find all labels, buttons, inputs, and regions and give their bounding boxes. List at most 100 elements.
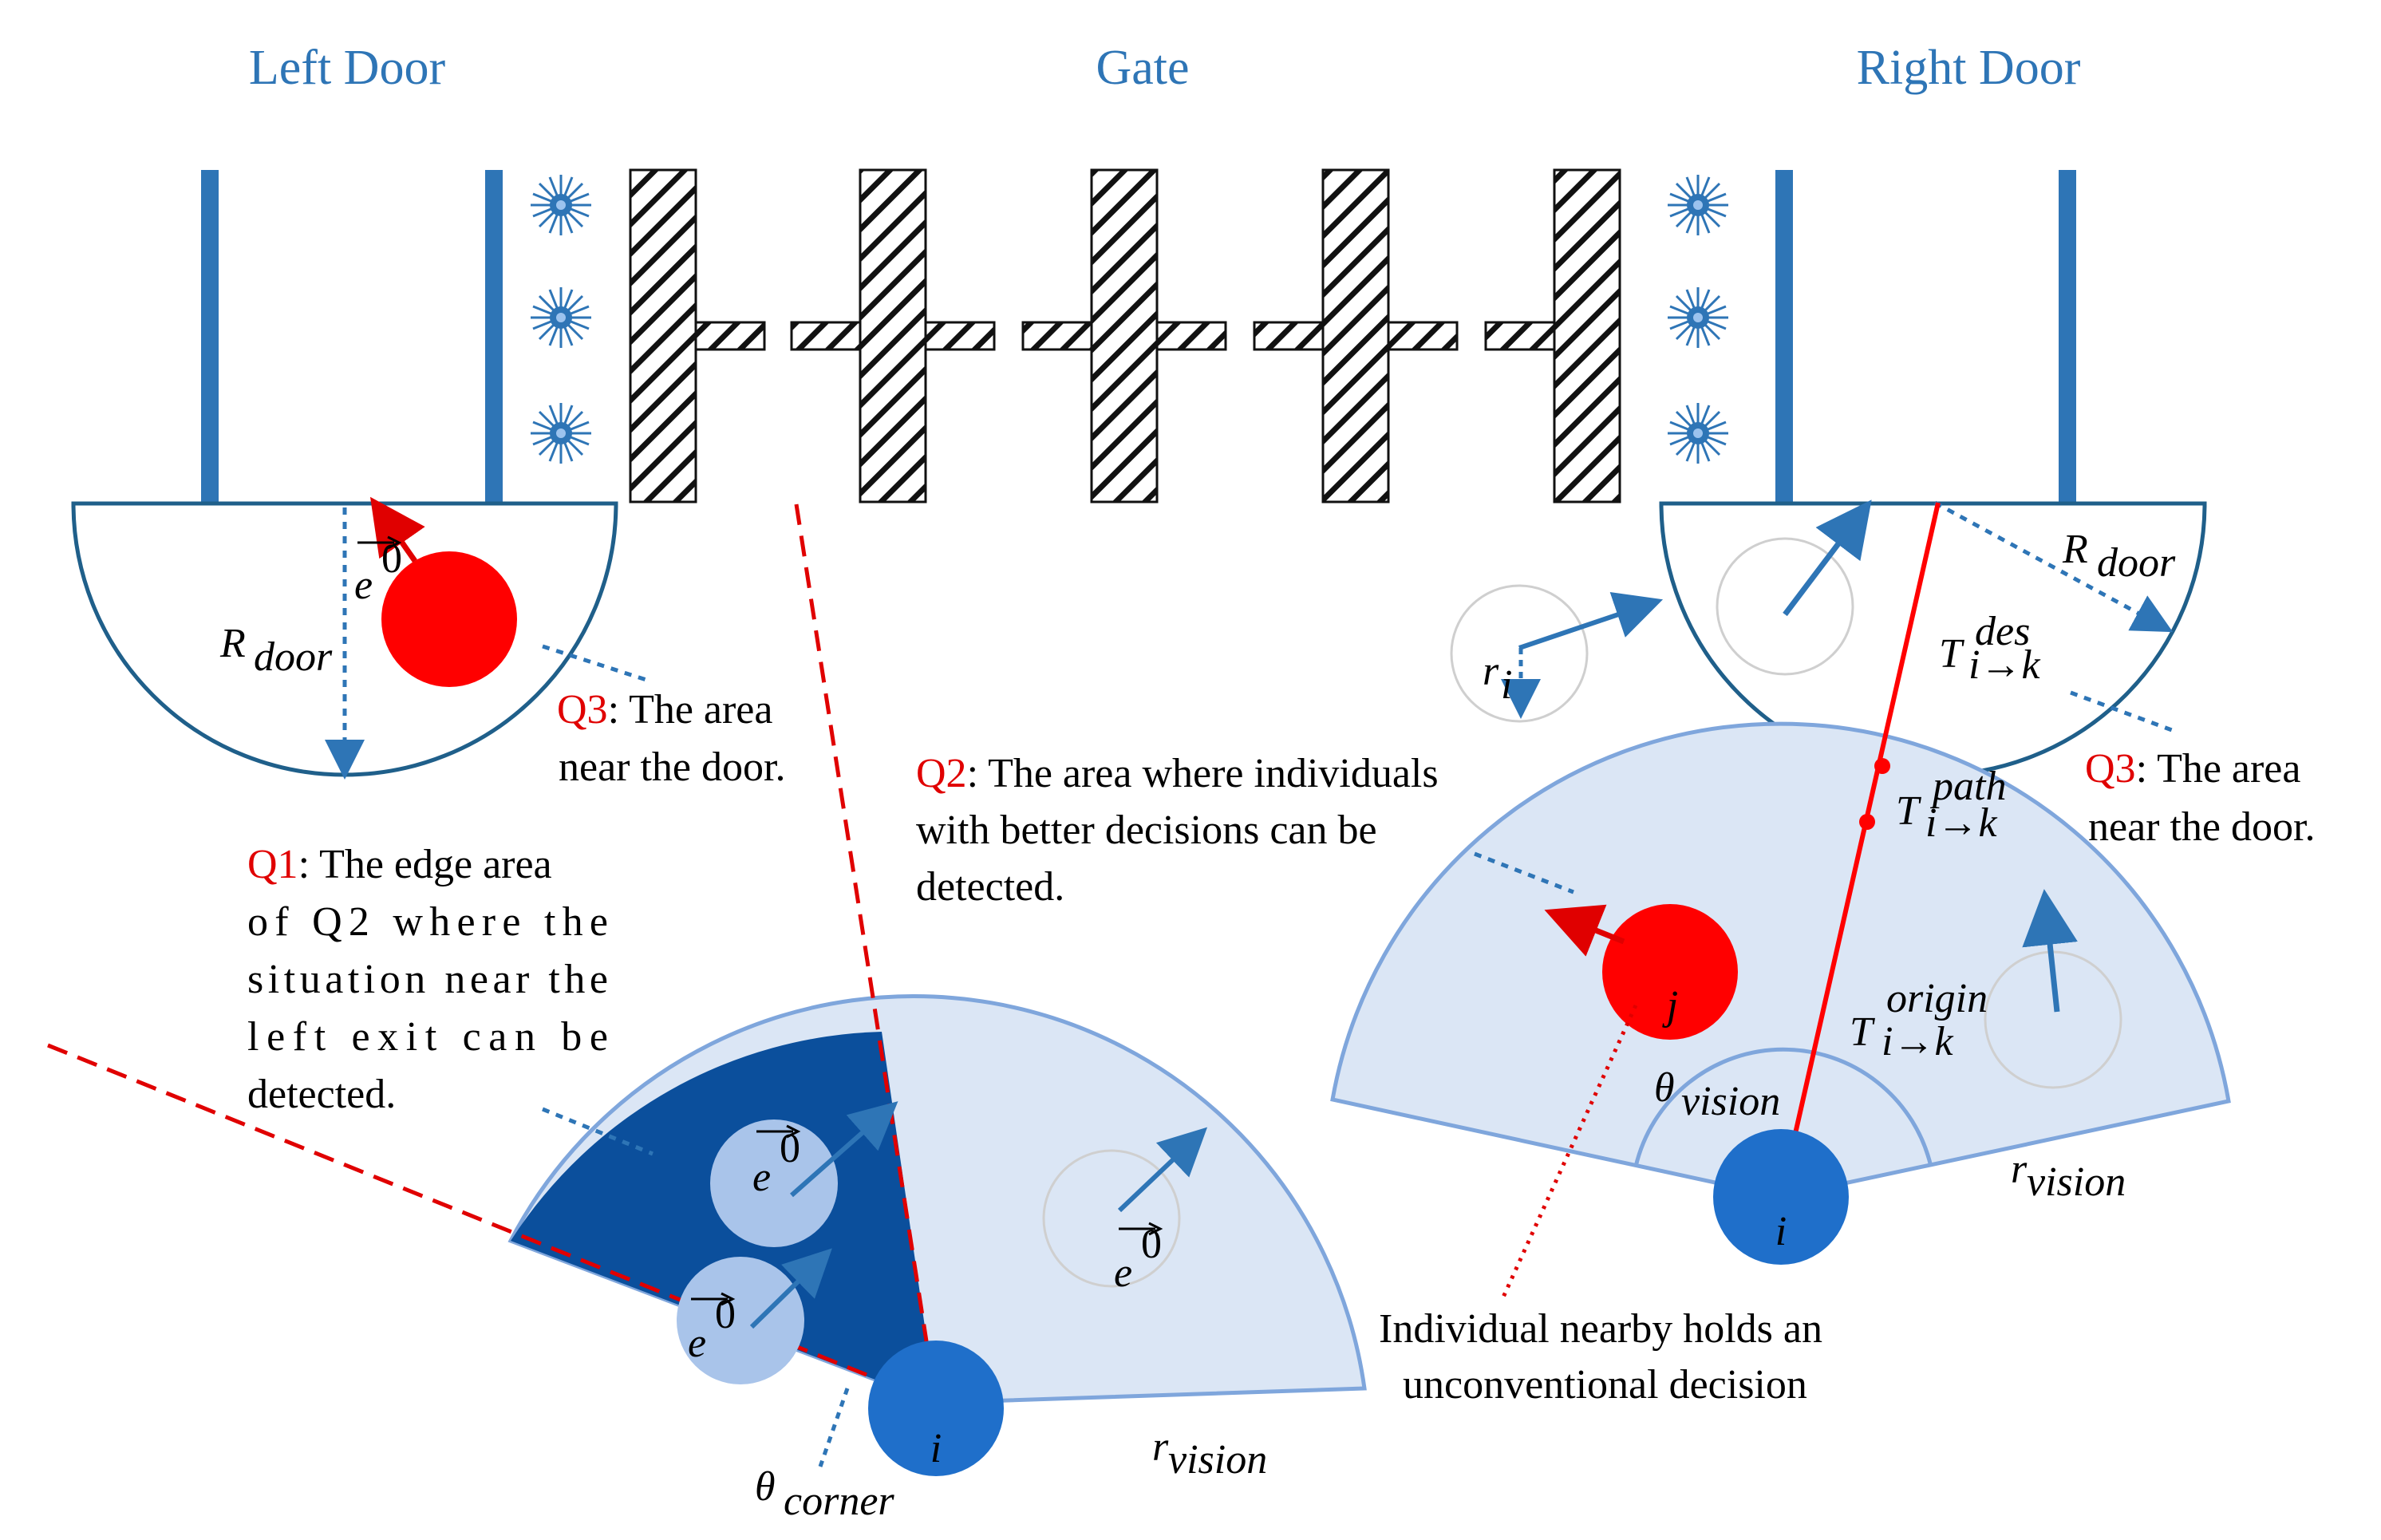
r-door-label-right: R door: [2062, 527, 2176, 586]
pale-agent-lower: [677, 1257, 804, 1384]
svg-text:0: 0: [715, 1292, 736, 1337]
pale-agent-upper-arrow: [790, 1101, 898, 1198]
svg-text:origin: origin: [1886, 976, 1988, 1021]
svg-text:vision: vision: [1681, 1079, 1780, 1124]
svg-text:0: 0: [381, 536, 402, 582]
svg-text:vision: vision: [1168, 1437, 1267, 1483]
t-des-label: T des i→k: [1939, 609, 2040, 688]
svg-text:Q3: The area: Q3: The area: [557, 687, 772, 732]
left-door-post-right: [485, 170, 503, 502]
left-red-dashed-vertical: [794, 503, 938, 1404]
r-vision-label-right: r vision: [2011, 1147, 2126, 1205]
svg-text:0: 0: [780, 1126, 800, 1171]
svg-text:corner: corner: [784, 1479, 894, 1524]
q2-annotation: Q2: The area where individuals with bett…: [916, 751, 1439, 910]
right-rdoor-line: [1933, 500, 2174, 633]
agent-i-left-label: i: [930, 1426, 942, 1471]
ri-arrow-right: [1518, 592, 1664, 650]
svg-text:detected.: detected.: [247, 1072, 396, 1117]
ri-label: r i: [1483, 649, 1512, 708]
svg-text:of Q2 where the: of Q2 where the: [247, 899, 608, 945]
theta-corner-leader: [818, 1388, 850, 1467]
e0-label-lower: e 0: [688, 1292, 736, 1366]
right-door-post-left: [1775, 170, 1793, 502]
svg-text:r: r: [1152, 1424, 1169, 1470]
svg-text:T: T: [1939, 631, 1964, 677]
svg-text:T: T: [1850, 1009, 1875, 1055]
svg-text:near the door.: near the door.: [2088, 804, 2315, 850]
svg-text:Individual nearby holds an: Individual nearby holds an: [1379, 1306, 1822, 1352]
starburst-icon: [529, 173, 593, 237]
q3-right-leader: [2070, 690, 2179, 735]
path-line: [1779, 502, 1941, 1198]
nearby-annotation: Individual nearby holds an unconventiona…: [1379, 1306, 1822, 1408]
svg-text:e: e: [688, 1321, 706, 1366]
red-direction-arrow: [369, 496, 425, 563]
j-direction-arrow: [1544, 904, 1625, 957]
nearby-leader: [1499, 1004, 1638, 1302]
svg-text:θ: θ: [755, 1464, 776, 1510]
pale-agent-door: [1716, 537, 1854, 676]
theta-vision-arc: [1633, 1047, 1933, 1167]
right-door-title: Right Door: [1857, 41, 2081, 95]
path-point-fan: [1859, 814, 1875, 830]
q1-annotation: Q1: The edge area of Q2 where the situat…: [247, 842, 608, 1117]
svg-text:T: T: [1896, 788, 1921, 834]
gate-turnstiles: [629, 168, 1621, 503]
red-agent-left: [381, 551, 517, 687]
svg-text:near the door.: near the door.: [559, 744, 785, 790]
svg-text:i→k: i→k: [1925, 800, 1997, 846]
q1-leader: [542, 1107, 653, 1156]
svg-text:left exit can be: left exit can be: [247, 1014, 608, 1060]
svg-text:unconventional decision: unconventional decision: [1403, 1362, 1807, 1408]
starburst-icon: [1666, 401, 1730, 465]
path-point-door: [1874, 758, 1890, 774]
svg-text:door: door: [254, 634, 333, 680]
svg-text:Q1: The edge area: Q1: The edge area: [247, 842, 552, 887]
r-vision-label-left: r vision: [1152, 1424, 1267, 1483]
blue-arrow-door-agent: [1783, 500, 1872, 617]
blue-arrow-fan-right: [2022, 889, 2078, 1013]
agent-i-right-label: i: [1775, 1209, 1787, 1254]
agent-i-right: [1713, 1129, 1849, 1265]
svg-text:with better decisions can be: with better decisions can be: [916, 808, 1377, 853]
svg-text:Q2: The area where individuals: Q2: The area where individuals: [916, 751, 1439, 796]
pale-agent-lower-arrow: [749, 1248, 832, 1329]
theta-vision-label: θ vision: [1654, 1065, 1780, 1124]
svg-text:door: door: [2097, 540, 2176, 586]
svg-text:0: 0: [1141, 1222, 1162, 1267]
svg-text:path: path: [1929, 764, 2006, 809]
starburst-icon: [529, 286, 593, 349]
svg-text:r: r: [1483, 649, 1499, 694]
e0-label-fan-left: e 0: [1114, 1222, 1163, 1296]
svg-text:r: r: [2011, 1147, 2028, 1192]
q3-left-annotation: Q3: The area near the door.: [557, 687, 785, 790]
agent-i-left: [868, 1341, 1004, 1476]
q2-leader: [1474, 851, 1574, 894]
svg-text:vision: vision: [2027, 1159, 2126, 1205]
svg-text:Q3: The area: Q3: The area: [2085, 746, 2300, 792]
right-vision-fan: [1330, 721, 2231, 1199]
svg-text:e: e: [354, 563, 373, 608]
q3-right-annotation: Q3: The area near the door.: [2085, 746, 2315, 850]
left-door-post-left: [201, 170, 219, 502]
theta-corner-label: θ corner: [755, 1464, 894, 1524]
svg-text:e: e: [1114, 1250, 1132, 1296]
e0-label-upper: e 0: [752, 1124, 801, 1200]
svg-text:des: des: [1975, 609, 2030, 654]
pale-agent-fan-left: [1042, 1149, 1181, 1288]
svg-text:situation near the: situation near the: [247, 957, 608, 1002]
q3-left-leader: [542, 644, 647, 682]
agent-j-label: j: [1662, 983, 1678, 1029]
pale-agent-ri: [1450, 584, 1589, 723]
svg-text:e: e: [752, 1155, 771, 1200]
svg-text:detected.: detected.: [916, 864, 1064, 910]
left-door-title: Left Door: [249, 41, 446, 95]
svg-text:θ: θ: [1654, 1065, 1675, 1111]
svg-text:i→k: i→k: [1968, 642, 2040, 688]
svg-text:i→k: i→k: [1882, 1019, 1953, 1064]
t-path-label: T path i→k: [1896, 764, 2006, 846]
r-door-label-left: R door: [219, 621, 333, 680]
starburst-icon: [1666, 173, 1730, 237]
